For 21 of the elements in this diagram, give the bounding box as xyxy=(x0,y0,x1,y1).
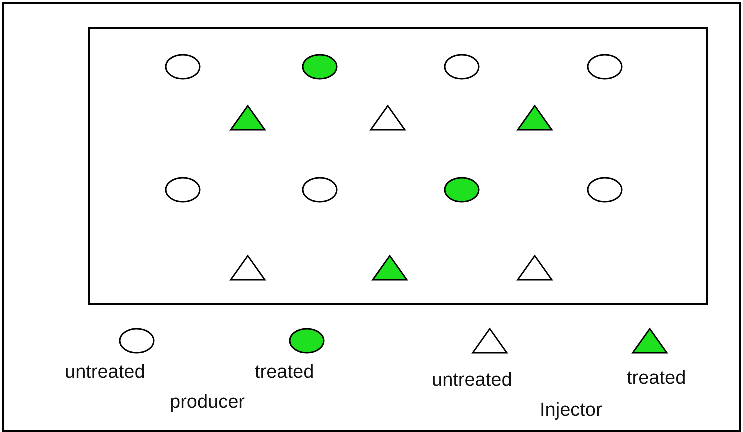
group-label: Injector xyxy=(540,400,602,422)
circle-symbol xyxy=(443,52,481,82)
circle-symbol xyxy=(164,175,202,205)
triangle-symbol xyxy=(229,253,267,283)
legend-label: treated xyxy=(627,368,686,390)
legend-label: untreated xyxy=(65,362,146,384)
field-rectangle xyxy=(88,27,708,305)
triangle-symbol xyxy=(516,253,554,283)
circle-symbol xyxy=(164,52,202,82)
circle-symbol xyxy=(586,175,624,205)
legend-label: treated xyxy=(255,362,314,384)
group-label: producer xyxy=(170,392,245,414)
circle-symbol xyxy=(301,175,339,205)
triangle-symbol xyxy=(371,253,409,283)
circle-symbol xyxy=(443,175,481,205)
circle-symbol xyxy=(586,52,624,82)
triangle-symbol xyxy=(516,103,554,133)
triangle-symbol xyxy=(229,103,267,133)
circle-symbol xyxy=(301,52,339,82)
legend-label: untreated xyxy=(432,370,512,392)
triangle-symbol xyxy=(369,103,407,133)
